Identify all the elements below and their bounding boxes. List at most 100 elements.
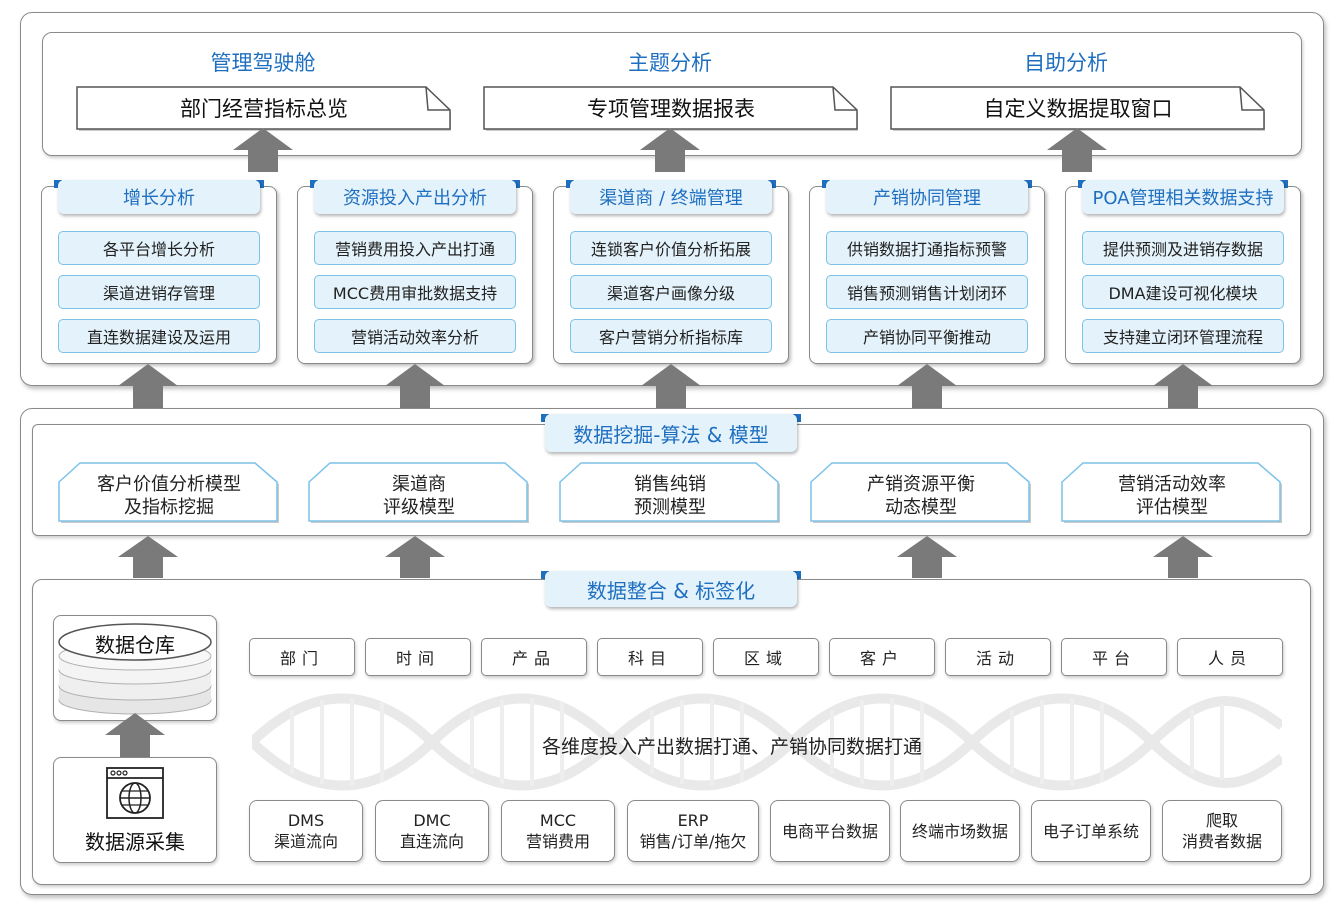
source-box-ecommerce[interactable]: 电商平台数据	[770, 800, 890, 862]
dimension-tag[interactable]: 平台	[1061, 638, 1167, 676]
dimension-tag[interactable]: 时间	[365, 638, 471, 676]
model-label-line1: 营销活动效率	[1118, 474, 1226, 495]
card-title: 资源投入产出分析	[314, 180, 516, 214]
up-arrow-icon	[118, 536, 178, 578]
source-label-line2: 渠道流向	[273, 832, 338, 851]
card-item[interactable]: 支持建立闭环管理流程	[1082, 319, 1284, 353]
category-title-cockpit: 管理驾驶舱	[210, 51, 316, 75]
card-item[interactable]: 客户营销分析指标库	[570, 319, 772, 353]
source-label: 电子订单系统	[1042, 821, 1139, 841]
card-item[interactable]: MCC费用审批数据支持	[314, 275, 516, 309]
model-shape	[810, 462, 1031, 523]
model-shape	[308, 462, 529, 523]
card-item[interactable]: 连锁客户价值分析拓展	[570, 231, 772, 265]
up-arrow-icon	[1153, 536, 1213, 578]
data-collection-label: 数据源采集	[85, 830, 185, 854]
model-channel-rating[interactable]: 渠道商评级模型	[308, 462, 530, 524]
card-item[interactable]: DMA建设可视化模块	[1082, 275, 1284, 309]
source-label-line1: DMC	[413, 811, 451, 830]
card-corner-marker	[768, 180, 776, 188]
model-shape	[1061, 462, 1282, 523]
card-title: 增长分析	[58, 180, 260, 214]
card-corner-marker	[1280, 180, 1288, 188]
dimension-tag[interactable]: 区域	[713, 638, 819, 676]
card-item[interactable]: 提供预测及进销存数据	[1082, 231, 1284, 265]
box-label: 部门经营指标总览	[180, 97, 348, 121]
card-corner-marker	[512, 180, 520, 188]
folded-box-shape	[483, 86, 858, 131]
card-item[interactable]: 直连数据建设及运用	[58, 319, 260, 353]
box-special-reports[interactable]: 专项管理数据报表	[483, 86, 859, 131]
up-arrow-icon	[233, 128, 293, 172]
dimension-tag[interactable]: 客户	[829, 638, 935, 676]
source-box-dms[interactable]: DMS 渠道流向	[249, 800, 363, 862]
up-arrow-icon	[385, 364, 445, 408]
card-corner-marker	[256, 180, 264, 188]
data-integration-title: 数据整合 & 标签化	[545, 571, 797, 607]
model-label-line2: 及指标挖掘	[124, 497, 214, 518]
model-sales-forecast[interactable]: 销售纯销预测模型	[559, 462, 781, 524]
source-label-line2: 营销费用	[525, 832, 590, 851]
model-label-line2: 动态模型	[885, 497, 957, 518]
card-item[interactable]: 营销活动效率分析	[314, 319, 516, 353]
folded-box-shape	[76, 86, 451, 131]
card-item[interactable]: 渠道进销存管理	[58, 275, 260, 309]
card-item[interactable]: 产销协同平衡推动	[826, 319, 1028, 353]
model-campaign-efficiency[interactable]: 营销活动效率评估模型	[1061, 462, 1283, 524]
dimension-tag[interactable]: 活动	[945, 638, 1051, 676]
source-label-line1: MCC	[539, 811, 577, 830]
section-corner-marker	[793, 571, 801, 579]
source-label-line1: 爬取	[1205, 811, 1238, 830]
dna-helix-decoration	[252, 693, 1282, 791]
card-item[interactable]: 销售预测销售计划闭环	[826, 275, 1028, 309]
source-box-mcc[interactable]: MCC 营销费用	[501, 800, 615, 862]
source-box-e-order[interactable]: 电子订单系统	[1031, 800, 1151, 862]
source-label: 终端市场数据	[911, 821, 1008, 841]
category-title-self-service: 自助分析	[1024, 51, 1108, 75]
data-warehouse-label: 数据仓库	[95, 633, 175, 657]
model-shape	[559, 462, 780, 523]
model-label-line1: 渠道商	[392, 474, 446, 495]
database-icon	[58, 623, 212, 715]
up-arrow-icon	[385, 536, 445, 578]
dimension-tag[interactable]: 科目	[597, 638, 703, 676]
source-label: 电商平台数据	[781, 821, 878, 841]
card-title: 产销协同管理	[826, 180, 1028, 214]
up-arrow-icon	[118, 364, 178, 408]
card-title: 渠道商 / 终端管理	[570, 180, 772, 214]
source-box-terminal-market[interactable]: 终端市场数据	[900, 800, 1020, 862]
section-corner-marker	[793, 414, 801, 422]
category-title-theme: 主题分析	[628, 51, 712, 75]
up-arrow-icon	[897, 364, 957, 408]
source-label-line1: DMS	[287, 811, 325, 830]
dimension-tag[interactable]: 人员	[1177, 638, 1283, 676]
source-box-crawl-consumer[interactable]: 爬取消费者数据	[1162, 800, 1282, 862]
model-resource-balance[interactable]: 产销资源平衡动态模型	[810, 462, 1032, 524]
card-item[interactable]: 供销数据打通指标预警	[826, 231, 1028, 265]
folded-box-shape	[890, 86, 1265, 131]
model-label-line1: 客户价值分析模型	[97, 474, 241, 495]
source-label-line2: 直连流向	[399, 832, 464, 851]
up-arrow-icon	[897, 536, 957, 578]
data-mining-title: 数据挖掘-算法 & 模型	[545, 414, 797, 452]
card-item[interactable]: 营销费用投入产出打通	[314, 231, 516, 265]
card-item[interactable]: 各平台增长分析	[58, 231, 260, 265]
box-department-overview[interactable]: 部门经营指标总览	[76, 86, 452, 131]
dimension-tag[interactable]: 部门	[249, 638, 355, 676]
source-label-line2: 销售/订单/拖欠	[639, 832, 747, 851]
model-label-line2: 预测模型	[634, 497, 706, 518]
box-custom-extraction[interactable]: 自定义数据提取窗口	[890, 86, 1266, 131]
card-item[interactable]: 渠道客户画像分级	[570, 275, 772, 309]
model-customer-value[interactable]: 客户价值分析模型及指标挖掘	[58, 462, 280, 524]
model-label-line1: 销售纯销	[634, 474, 706, 495]
model-label-line2: 评估模型	[1136, 497, 1208, 518]
up-arrow-icon	[1047, 128, 1107, 172]
up-arrow-icon	[641, 364, 701, 408]
dimension-tag[interactable]: 产品	[481, 638, 587, 676]
up-arrow-icon	[640, 128, 700, 172]
model-shape	[58, 462, 279, 523]
source-box-dmc[interactable]: DMC 直连流向	[375, 800, 489, 862]
card-title: POA管理相关数据支持	[1082, 180, 1284, 214]
source-label-line2: 消费者数据	[1181, 832, 1262, 851]
